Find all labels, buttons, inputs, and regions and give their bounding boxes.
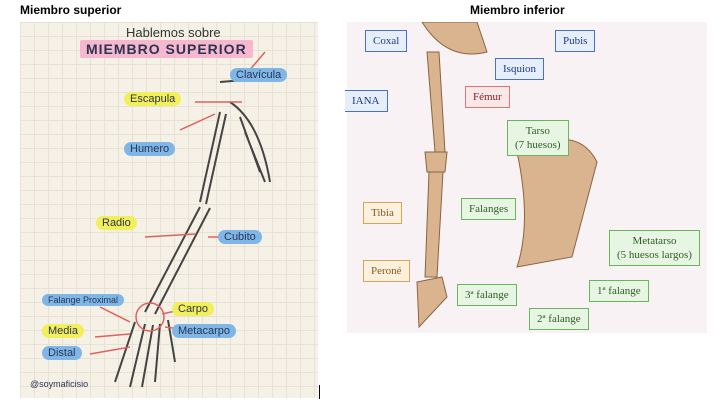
text-cursor	[319, 385, 320, 399]
label-coxal: Coxal	[365, 30, 408, 52]
label-metacarpo: Metacarpo	[172, 324, 236, 338]
label-distal: Distal	[42, 346, 82, 360]
label-metatarso: Metatarso (5 huesos largos)	[609, 230, 700, 266]
leg-skeleton-drawing	[416, 22, 598, 329]
label-iana: IANA	[345, 90, 388, 112]
label-tarso: Tarso (7 huesos)	[507, 120, 569, 156]
label-femur: Fémur	[465, 86, 510, 108]
label-tibia: Tibia	[363, 202, 402, 224]
label-falanges: Falanges	[461, 198, 517, 220]
credit-text: @soymaficisio	[30, 379, 89, 389]
label-media: Media	[42, 324, 84, 338]
title-line-2: MIEMBRO SUPERIOR	[80, 40, 253, 58]
label-escapula: Escapula	[124, 92, 182, 106]
label-cubito: Cubito	[218, 230, 262, 244]
label-falange-1: 1ª falange	[589, 280, 649, 302]
lower-limb-image: Coxal Pubis Isquion IANA Fémur Tarso (7 …	[345, 22, 707, 333]
label-falange-proximal: Falange Proximal	[42, 294, 125, 306]
label-carpo: Carpo	[172, 302, 214, 316]
label-perone: Peroné	[363, 260, 410, 282]
label-clavicula: Clavícula	[230, 68, 288, 82]
caption-lower-limb: Miembro inferior	[470, 3, 565, 17]
title-line-1: Hablemos sobre	[126, 25, 221, 40]
label-radio: Radio	[96, 216, 137, 230]
label-humero: Humero	[124, 142, 176, 156]
upper-limb-image: Hablemos sobre MIEMBRO SUPERIOR Clavícul…	[20, 22, 318, 398]
label-isquion: Isquion	[495, 58, 544, 80]
label-falange-3: 3ª falange	[457, 284, 517, 306]
label-pubis: Pubis	[555, 30, 596, 52]
label-falange-2: 2ª falange	[529, 308, 589, 330]
caption-upper-limb: Miembro superior	[20, 3, 122, 17]
